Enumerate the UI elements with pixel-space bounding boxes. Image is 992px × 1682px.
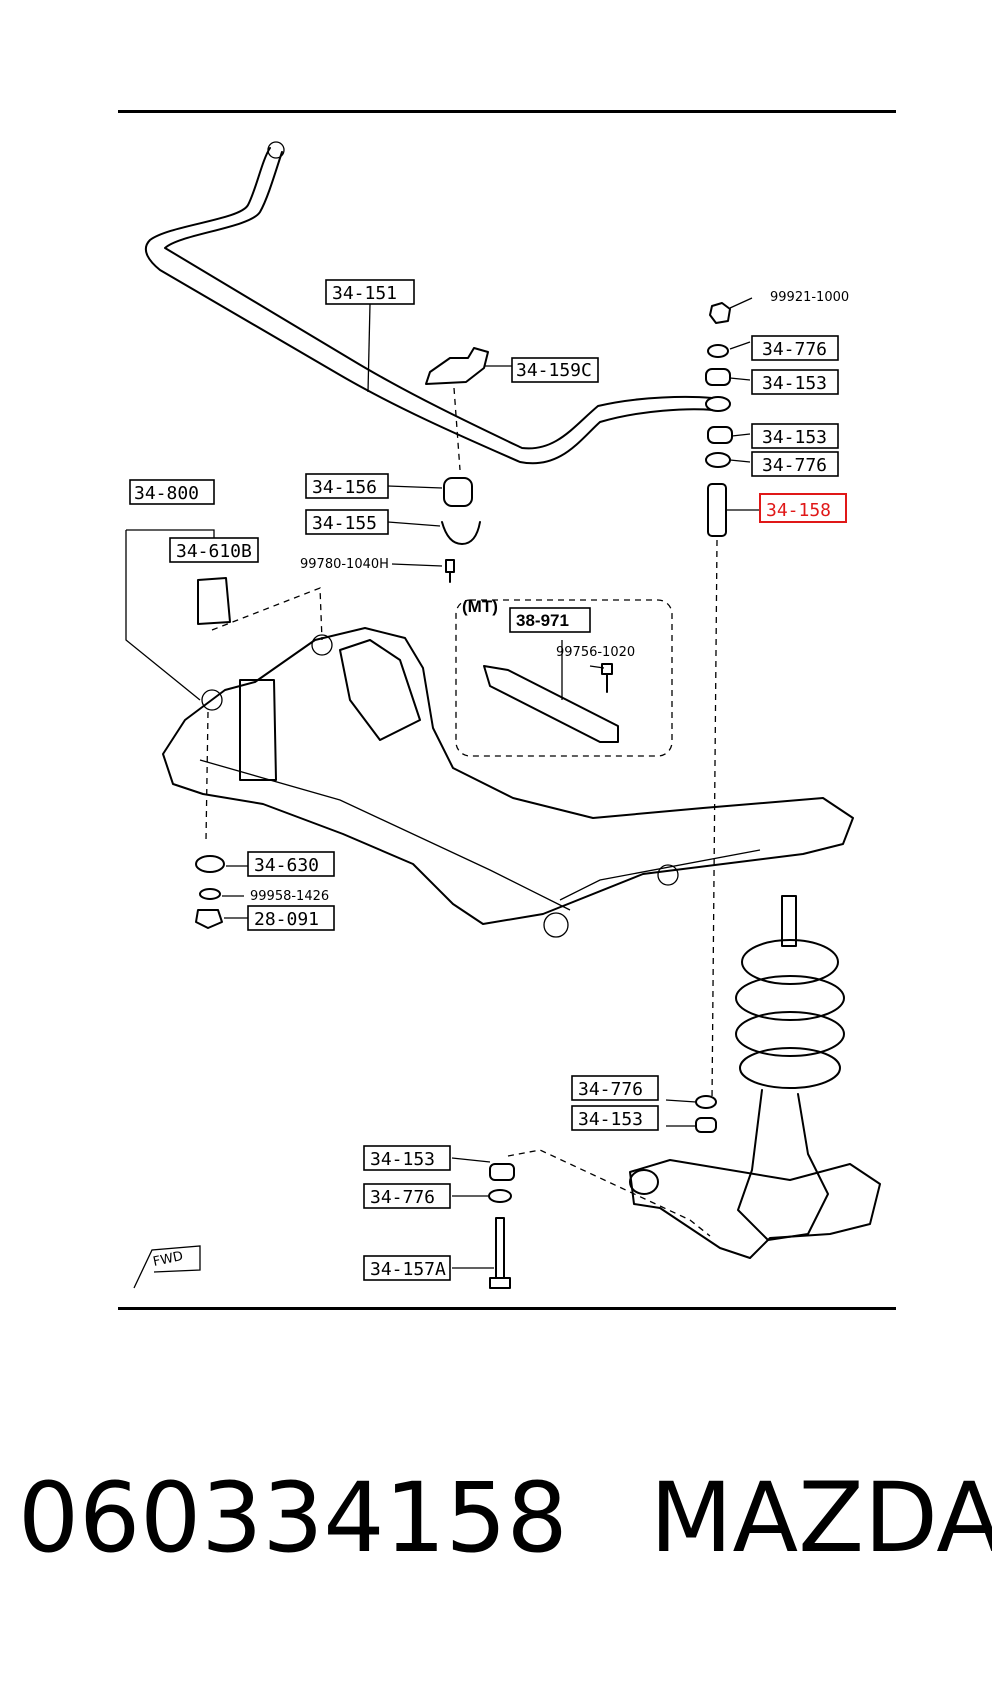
- callout-38-971: 38-971: [516, 611, 569, 630]
- callout-34-153-upper: 34-153: [762, 373, 827, 394]
- callout-99921: 99921-1000: [770, 290, 849, 305]
- stabilizer-bar: [144, 147, 713, 465]
- callout-34-630: 34-630: [254, 855, 319, 876]
- stabilizer-bracket: [425, 347, 489, 385]
- footer-caption: 060334158 MAZDA: [18, 1462, 992, 1582]
- nut-icon: [709, 302, 731, 324]
- callout-34-151: 34-151: [332, 283, 397, 304]
- callout-28-091: 28-091: [254, 909, 319, 930]
- callout-34-153-lower: 34-153: [578, 1109, 643, 1130]
- washer-icon: [707, 344, 729, 358]
- callout-box: [571, 1075, 659, 1101]
- callout-34-156: 34-156: [312, 477, 377, 498]
- callout-box: [509, 607, 591, 633]
- callout-box: [305, 509, 389, 535]
- callout-34-153-mid: 34-153: [762, 427, 827, 448]
- callout-34-155: 34-155: [312, 513, 377, 534]
- crossmember: [162, 627, 854, 925]
- mount-washer-icon: [195, 855, 225, 873]
- callout-34-800: 34-800: [134, 483, 199, 504]
- bushing-icon: [707, 426, 733, 444]
- bolt-icon: [445, 559, 455, 583]
- stabilizer-end-eye: [267, 141, 285, 159]
- bushing-icon: [489, 1163, 515, 1181]
- callout-box: [305, 473, 389, 499]
- callout-34-158: 34-158: [766, 500, 831, 521]
- callout-box: [571, 1105, 659, 1131]
- callout-34-776-mid: 34-776: [762, 455, 827, 476]
- callout-34-157a: 34-157A: [370, 1259, 446, 1280]
- bar-clamp-icon: [441, 521, 481, 545]
- spacer-tube-icon: [707, 483, 727, 537]
- callout-box: [363, 1255, 451, 1281]
- bushing-icon: [705, 368, 731, 386]
- part-number: 060334158: [18, 1462, 568, 1574]
- callout-box: [247, 905, 335, 931]
- callout-99958: 99958-1426: [250, 889, 329, 904]
- callout-99780: 99780-1040H: [300, 557, 389, 572]
- callout-34-776-bottom: 34-776: [370, 1187, 435, 1208]
- callout-box: [751, 423, 839, 449]
- bottom-rule: [118, 1307, 896, 1310]
- callout-box: [751, 335, 839, 361]
- top-rule: [118, 110, 896, 113]
- callout-box: [129, 479, 215, 505]
- callout-box: [751, 369, 839, 395]
- washer-icon: [199, 888, 221, 900]
- callout-box: [511, 357, 599, 383]
- bolt-icon: [489, 1217, 511, 1289]
- crossmember-bushing-icon: [197, 577, 231, 625]
- mt-label: (MT): [462, 597, 498, 616]
- torque-rod-icon: [483, 665, 619, 743]
- mt-group-frame: [455, 599, 673, 757]
- lower-control-arm: [629, 1159, 881, 1259]
- callout-box: [363, 1183, 451, 1209]
- callout-box: [169, 537, 259, 563]
- nut-icon: [195, 909, 223, 929]
- callout-box: [363, 1145, 451, 1171]
- callout-34-776-lower: 34-776: [578, 1079, 643, 1100]
- callout-99756: 99756-1020: [556, 645, 635, 660]
- callout-box: [247, 851, 335, 877]
- bushing-icon: [695, 1117, 717, 1133]
- fwd-arrow-icon: [133, 1245, 201, 1289]
- washer-icon: [695, 1095, 717, 1109]
- highlighted-callout-box: [759, 493, 847, 523]
- strut-assembly: [629, 895, 881, 1259]
- callout-34-610b: 34-610B: [176, 541, 252, 562]
- brand-name: MAZDA: [649, 1462, 992, 1574]
- washer-icon: [705, 452, 731, 468]
- bolt-icon: [601, 663, 613, 693]
- callout-box: [751, 451, 839, 477]
- bar-bushing-icon: [443, 477, 473, 507]
- callout-34-776-upper: 34-776: [762, 339, 827, 360]
- callout-34-153-bottom: 34-153: [370, 1149, 435, 1170]
- callout-34-159c: 34-159C: [516, 360, 592, 381]
- washer-icon: [488, 1189, 512, 1203]
- fwd-label: FWD: [152, 1249, 185, 1270]
- suspension-diagram: FWD 34-151 34-159C 99921-1000 34-776 34-…: [125, 141, 881, 1289]
